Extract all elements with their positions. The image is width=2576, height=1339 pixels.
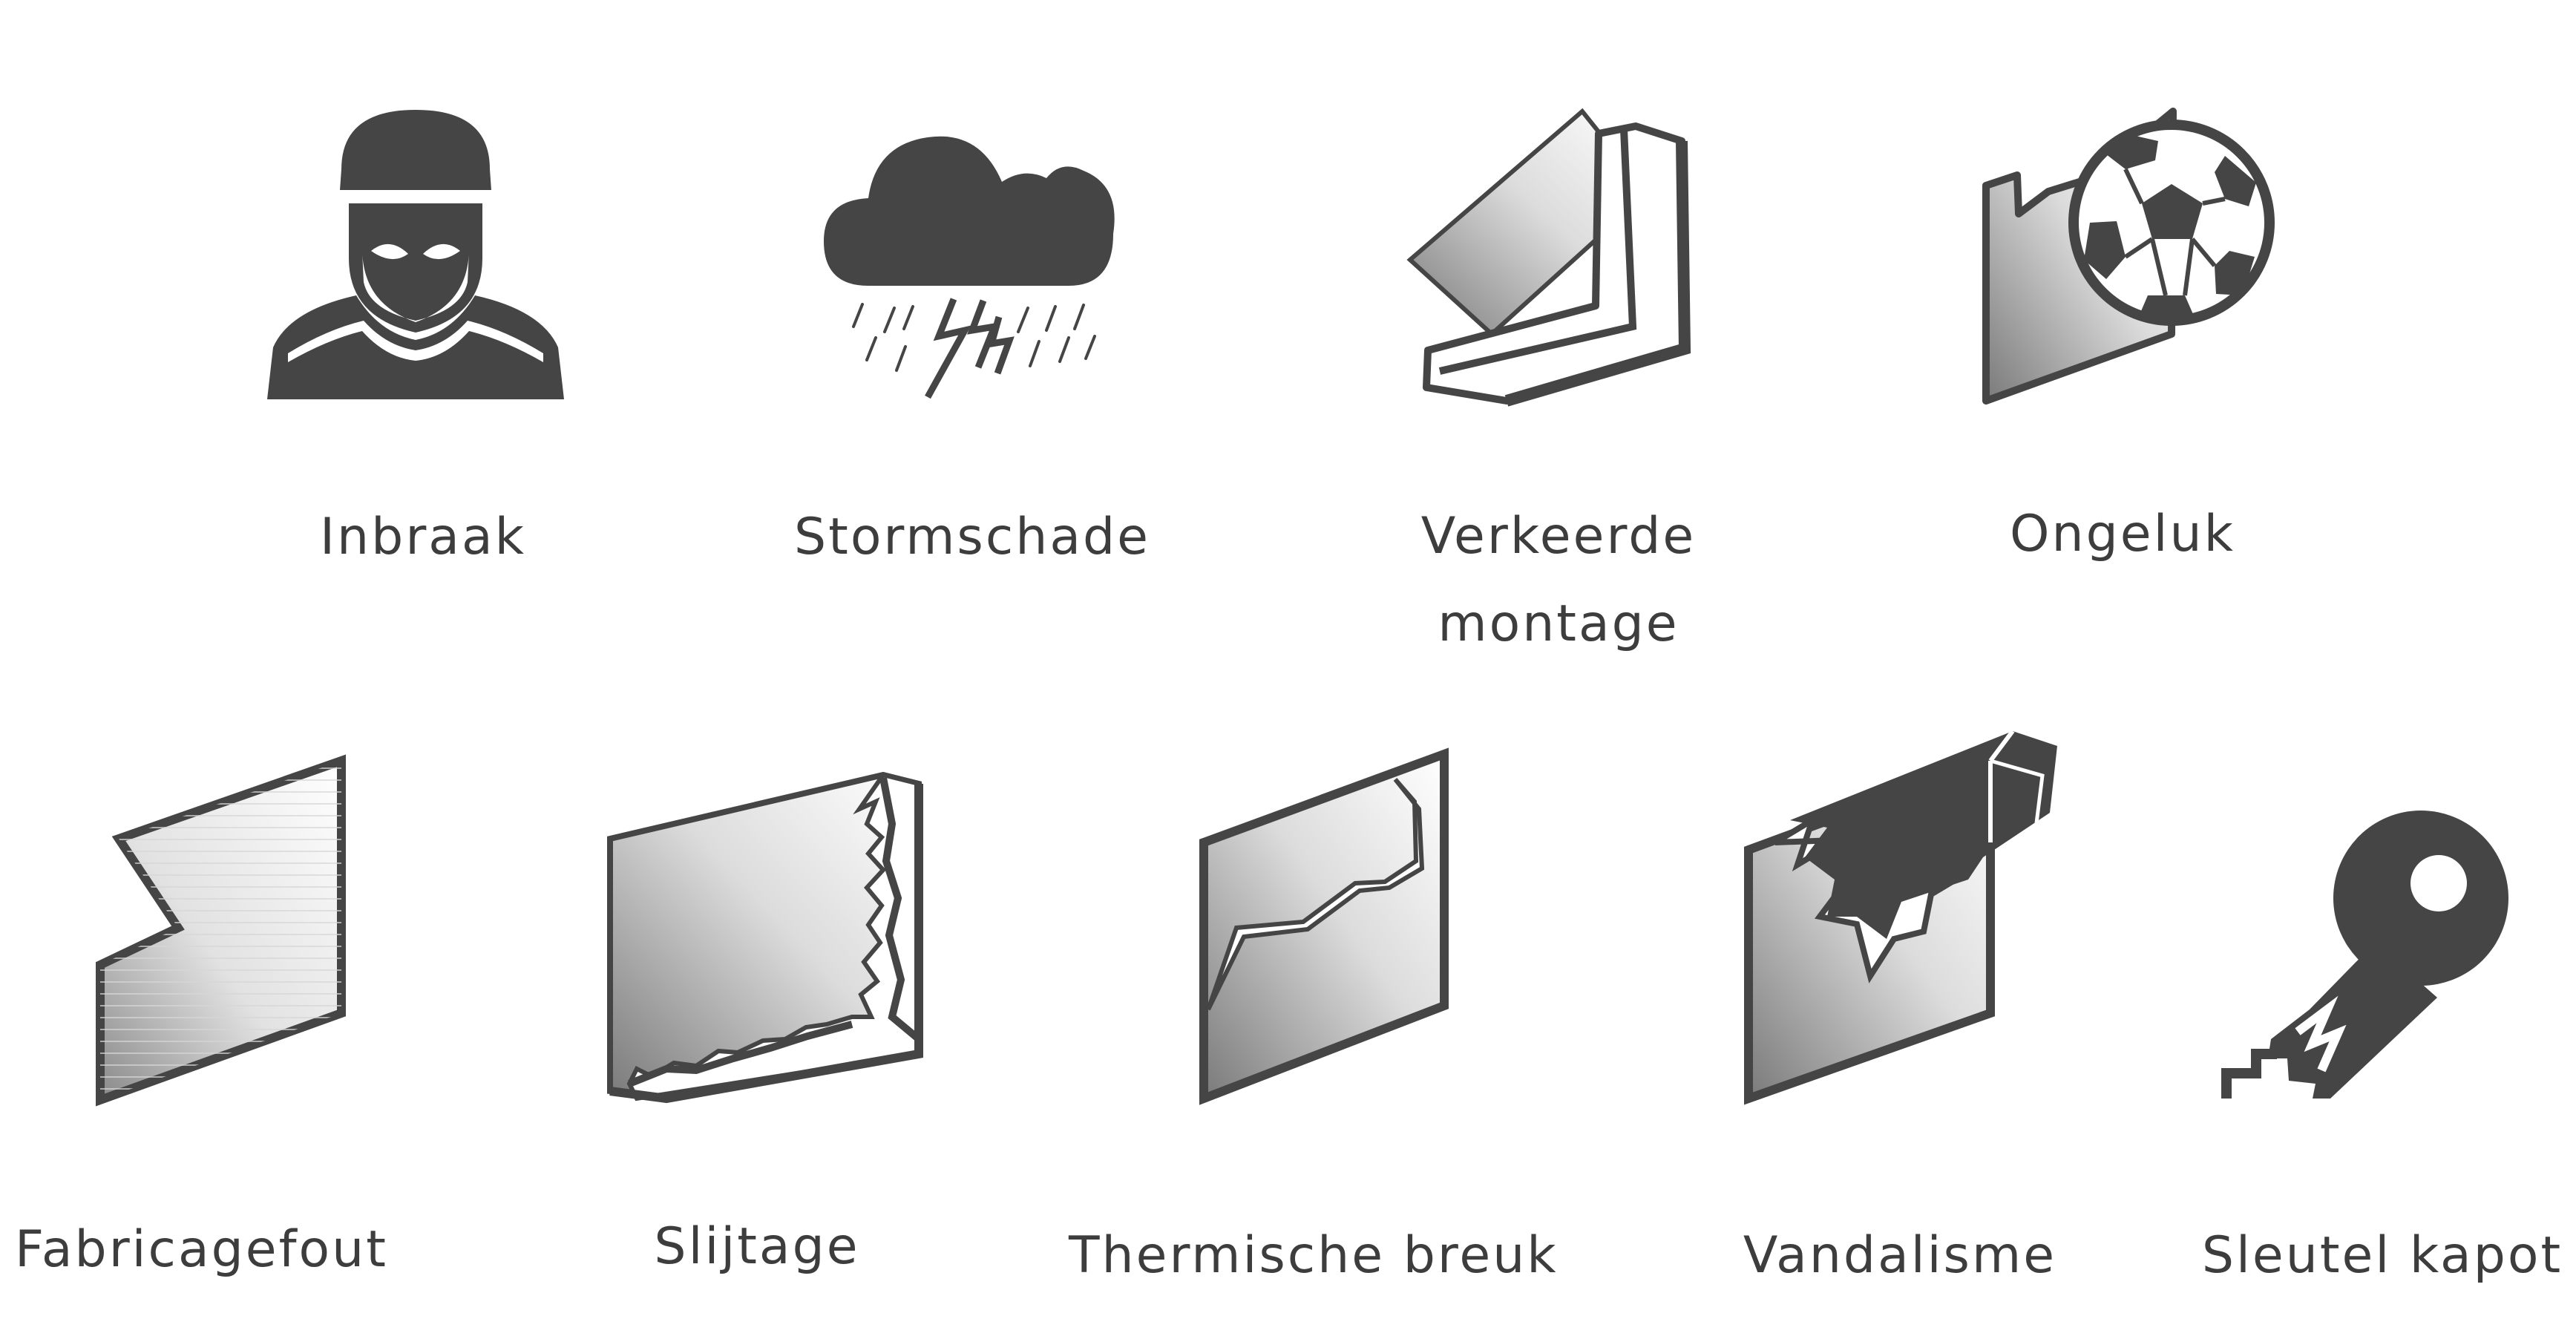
label-ongeluk: Ongeluk <box>2010 505 2235 563</box>
label-verkeerde-montage: Verkeerde montage <box>1395 493 1722 668</box>
storm-cloud-icon <box>824 115 1121 399</box>
cracked-pane-icon <box>1199 747 1452 1105</box>
label-fabricagefout: Fabricagefout <box>15 1220 388 1279</box>
label-slijtage: Slijtage <box>654 1217 860 1276</box>
label-inbraak: Inbraak <box>320 508 526 566</box>
football-broken-glass-icon <box>1980 108 2277 405</box>
burglar-icon <box>267 110 564 399</box>
broken-key-icon <box>2221 809 2523 1106</box>
label-thermische-breuk: Thermische breuk <box>1069 1226 1559 1285</box>
label-vandalisme: Vandalisme <box>1743 1226 2057 1285</box>
misaligned-window-icon <box>1406 108 1707 407</box>
worn-pane-icon <box>607 771 926 1104</box>
label-sleutel-kapot: Sleutel kapot <box>2201 1226 2563 1285</box>
brick-smashed-glass-icon <box>1744 730 2065 1105</box>
label-stormschade: Stormschade <box>794 508 1151 566</box>
label-line-2: montage <box>1438 595 1679 653</box>
label-line-1: Verkeerde <box>1420 507 1697 566</box>
defective-pane-icon <box>96 754 349 1107</box>
